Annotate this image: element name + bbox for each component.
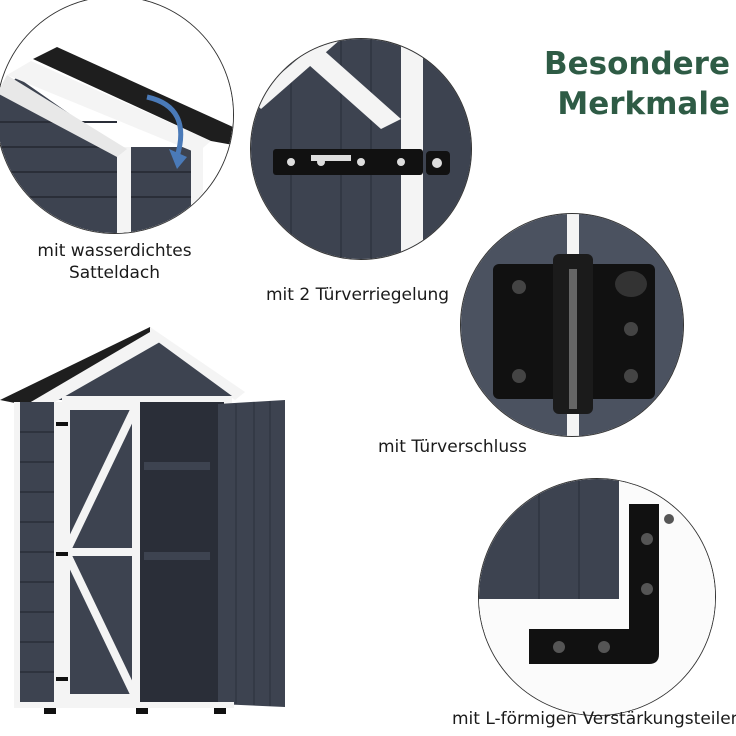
l-bracket-circle bbox=[478, 478, 716, 716]
caption-latch: mit Türverschluss bbox=[378, 437, 527, 457]
l-bracket-image bbox=[479, 479, 715, 715]
roof-closeup-image bbox=[0, 0, 233, 233]
caption-roof-line-2: Satteldach bbox=[68, 263, 161, 283]
roof-closeup-circle bbox=[0, 0, 234, 234]
door-latch-image bbox=[461, 214, 683, 436]
shed-illustration bbox=[0, 327, 285, 714]
caption-bolt: mit 2 Türverriegelung bbox=[266, 285, 450, 305]
heading-line-1: Besondere bbox=[544, 46, 730, 82]
page-heading: Besondere Merkmale bbox=[520, 44, 730, 124]
caption-roof-line-1: mit wasserdichtes bbox=[37, 241, 192, 261]
barrel-bolt-image bbox=[251, 39, 471, 259]
heading-line-2: Merkmale bbox=[557, 86, 730, 122]
caption-bracket: mit L-förmigen Verstärkungsteilen bbox=[452, 709, 736, 729]
caption-roof: mit wasserdichtes Satteldach bbox=[32, 240, 197, 284]
door-latch-circle bbox=[460, 213, 684, 437]
barrel-bolt-circle bbox=[250, 38, 472, 260]
shed-product-image bbox=[0, 322, 300, 717]
